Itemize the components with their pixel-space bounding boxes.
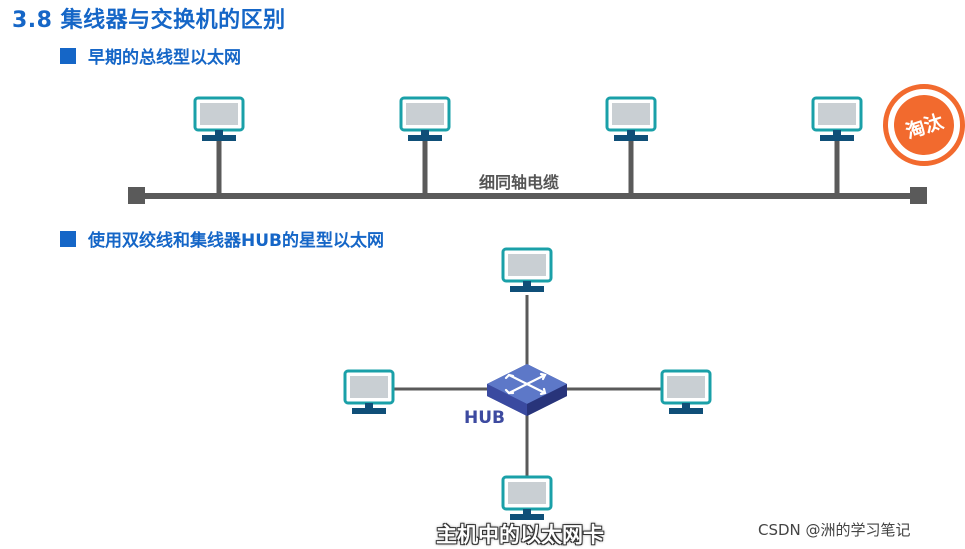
computer-icon [501,475,553,522]
watermark: CSDN @洲的学习笔记 [758,521,911,539]
computer-icon [343,369,395,416]
computer-icon [399,96,451,143]
computer-icon [660,369,712,416]
bus-topology [128,96,927,204]
stamp-text: 淘汰 [902,110,946,143]
computer-icon [193,96,245,143]
video-subtitle: 主机中的以太网卡 [436,523,604,547]
obsolete-stamp: 淘汰 [883,84,965,166]
computer-icon [605,96,657,143]
section-heading-bus: 早期的总线型以太网 [60,43,241,68]
computer-icon [811,96,863,143]
section-heading-star: 使用双绞线和集线器HUB的星型以太网 [60,226,384,251]
hub-label: HUB [464,408,505,428]
section-label-bus: 早期的总线型以太网 [88,48,241,68]
hub-icon [487,364,567,416]
bus-terminator-right [910,187,927,204]
bullet-square-icon [60,47,76,64]
bus-terminator-left [128,187,145,204]
page-title: 3.8 集线器与交换机的区别 [12,8,286,33]
star-topology [343,247,712,522]
bullet-square-icon [60,230,76,247]
computer-icon [501,247,553,294]
section-label-star: 使用双绞线和集线器HUB的星型以太网 [88,231,384,251]
cable-label: 细同轴电缆 [479,173,560,192]
